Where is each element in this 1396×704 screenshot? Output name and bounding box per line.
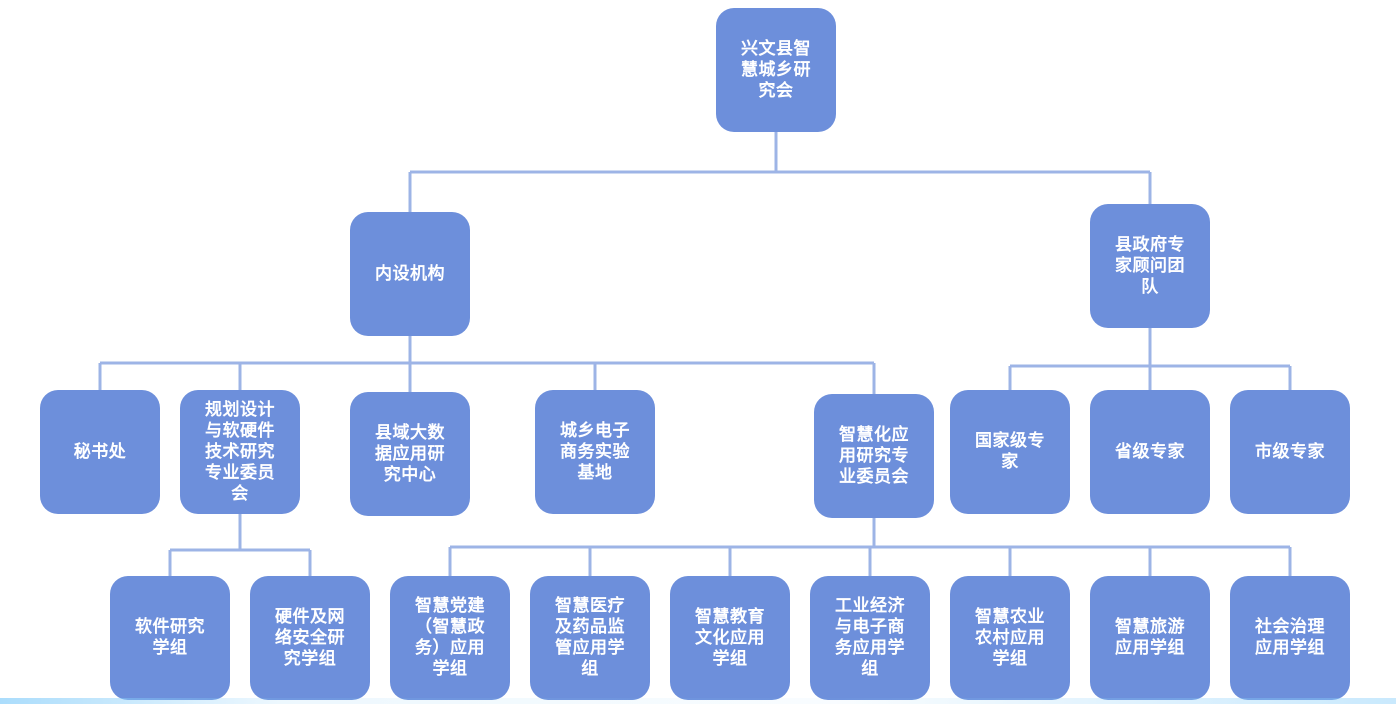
advisor-node: 国家级专家 [950,390,1070,514]
node-label: 市级专家 [1255,441,1325,462]
node-label: 内设机构 [375,263,445,284]
node-label: 国家级专家 [975,431,1045,472]
unit-node: 智慧化应用研究专业委员会 [814,394,934,518]
node-label: 智慧医疗及药品监管应用学组 [555,596,625,679]
bottom-decorative-band [0,698,1396,704]
internal-branch-node: 内设机构 [350,212,470,336]
node-label: 秘书处 [73,441,127,462]
node-label: 智慧化应用研究专业委员会 [839,424,909,487]
node-label: 硬件及网络安全研究学组 [275,606,345,669]
group-node: 智慧教育文化应用学组 [670,576,790,700]
node-label: 县政府专家顾问团队 [1115,234,1185,297]
node-label: 规划设计与软硬件技术研究专业委员会 [205,399,275,504]
group-node: 智慧党建（智慧政务）应用学组 [390,576,510,700]
node-label: 县域大数据应用研究中心 [375,422,445,485]
node-label: 社会治理应用学组 [1255,617,1325,658]
node-label: 城乡电子商务实验基地 [560,420,630,483]
unit-node: 县域大数据应用研究中心 [350,392,470,516]
group-node: 硬件及网络安全研究学组 [250,576,370,700]
node-label: 省级专家 [1115,441,1185,462]
group-node: 软件研究学组 [110,576,230,700]
advisor-node: 市级专家 [1230,390,1350,514]
group-node: 社会治理应用学组 [1230,576,1350,700]
group-node: 智慧旅游应用学组 [1090,576,1210,700]
unit-node: 秘书处 [40,390,160,514]
group-node: 智慧医疗及药品监管应用学组 [530,576,650,700]
node-label: 智慧旅游应用学组 [1115,617,1185,658]
advisor-node: 省级专家 [1090,390,1210,514]
node-label: 工业经济与电子商务应用学组 [835,596,905,679]
node-label: 智慧农业农村应用学组 [975,606,1045,669]
node-label: 智慧党建（智慧政务）应用学组 [415,596,485,679]
advisors-branch-node: 县政府专家顾问团队 [1090,204,1210,328]
root-node: 兴文县智慧城乡研究会 [716,8,836,132]
unit-node: 城乡电子商务实验基地 [535,390,655,514]
node-label: 兴文县智慧城乡研究会 [741,38,811,101]
node-label: 软件研究学组 [135,617,205,658]
group-node: 智慧农业农村应用学组 [950,576,1070,700]
unit-node: 规划设计与软硬件技术研究专业委员会 [180,390,300,514]
node-label: 智慧教育文化应用学组 [695,606,765,669]
group-node: 工业经济与电子商务应用学组 [810,576,930,700]
